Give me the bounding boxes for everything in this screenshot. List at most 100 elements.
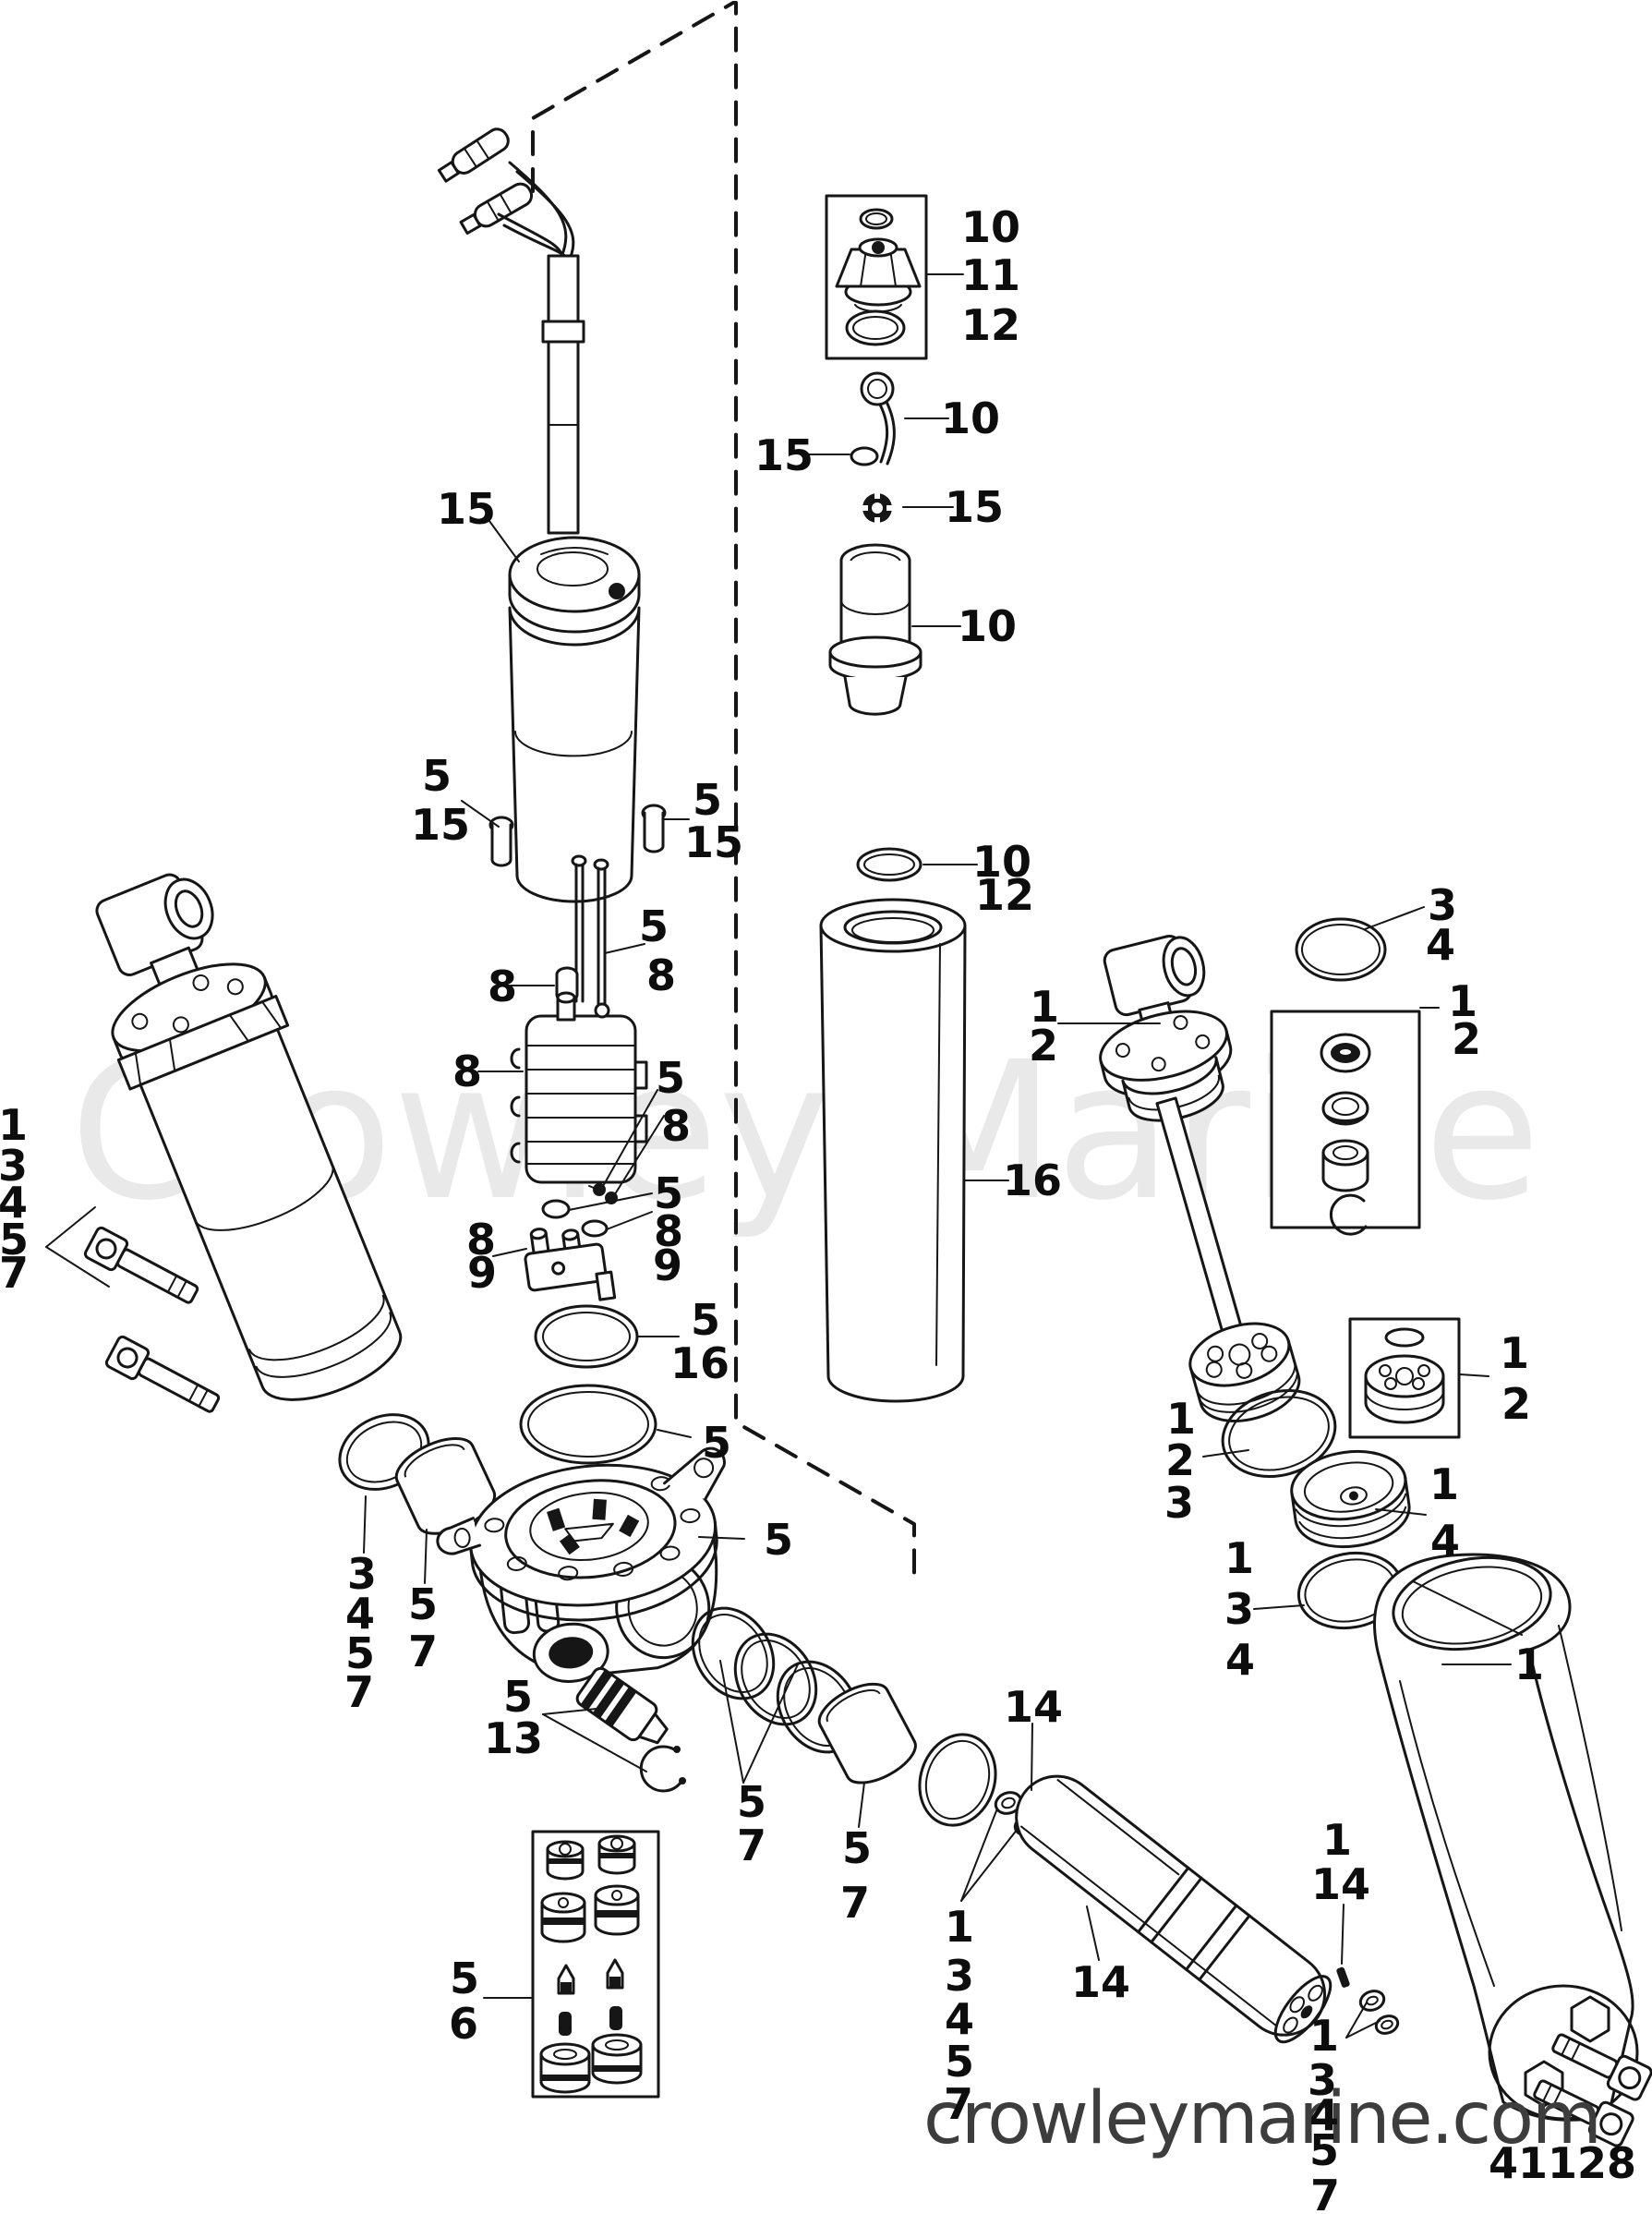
callout-8: 8: [466, 1215, 496, 1264]
watermark-bottom: crowleymarine.com: [923, 2077, 1600, 2160]
callout-2: 2: [1501, 1379, 1531, 1429]
callout-4: 4: [1426, 920, 1455, 970]
callout-5: 5: [1309, 2125, 1339, 2175]
trim-rod-assembly: [1099, 935, 1301, 1422]
callout-1: 1: [1429, 1459, 1459, 1509]
callout-5: 5: [408, 1579, 438, 1629]
callout-1: 1: [1500, 1328, 1529, 1378]
callout-5: 5: [693, 775, 722, 825]
fill-plug-kit-box: [825, 194, 928, 360]
electric-motor: [437, 127, 667, 903]
callout-8: 8: [452, 1047, 482, 1096]
callout-1: 1: [1514, 1639, 1544, 1689]
valve-kit-box: [531, 1830, 660, 2099]
callout-1: 1: [945, 1902, 974, 1952]
fitting-5-13: [575, 1666, 669, 1745]
callout-1: 1: [1166, 1394, 1196, 1444]
arm-bolt-2: [1533, 2079, 1634, 2147]
callout-4: 4: [1309, 2090, 1339, 2140]
part-number: 41128: [1489, 2138, 1636, 2188]
trim-cylinder-left: [95, 873, 403, 1401]
callout-5: 5: [945, 2037, 974, 2087]
callout-14: 14: [1071, 1957, 1130, 2007]
reservoir-tube-10: [828, 543, 922, 716]
callout-5: 5: [422, 751, 452, 801]
callout-8: 8: [488, 962, 517, 1011]
callout-5: 5: [656, 1053, 685, 1103]
callout-10: 10: [941, 393, 1000, 443]
oring-34: [1295, 917, 1387, 982]
callout-1: 1: [1030, 982, 1059, 1032]
callout-8: 8: [654, 1206, 683, 1256]
oring-5-16: [534, 1304, 639, 1369]
callout-1: 1: [1448, 976, 1477, 1026]
callout-2: 2: [1165, 1435, 1195, 1485]
bushing-57-left: [394, 1437, 497, 1535]
callout-5: 5: [842, 1823, 872, 1873]
callout-7: 7: [944, 2079, 973, 2129]
callout-7: 7: [344, 1667, 374, 1717]
callout-5: 5: [0, 1215, 29, 1264]
shock-oring-left: [918, 1733, 997, 1827]
callout-5: 5: [503, 1672, 533, 1722]
callout-4: 4: [345, 1589, 375, 1639]
mount-bolt-1: [83, 1226, 199, 1304]
cotter-pin-10: [860, 371, 896, 466]
callout-5: 5: [702, 1418, 731, 1468]
shock-rod-14: [1015, 1774, 1332, 2044]
callout-15: 15: [945, 482, 1004, 532]
callout-2: 2: [1452, 1014, 1481, 1064]
callout-5: 5: [737, 1777, 766, 1827]
piston-kit-box-12: [1348, 1317, 1461, 1439]
callout-3: 3: [347, 1549, 377, 1599]
callout-1: 1: [1322, 1815, 1352, 1865]
oring-15: [850, 446, 879, 466]
callout-4: 4: [1225, 1635, 1255, 1685]
callout-1: 1: [1309, 2011, 1339, 2061]
callout-7: 7: [737, 1821, 766, 1870]
seal-kit-box-12: [1270, 1010, 1421, 1236]
star-washer-15: [861, 491, 894, 525]
callout-7: 7: [840, 1878, 870, 1928]
callout-9: 9: [467, 1248, 497, 1298]
callout-1: 1: [1224, 1533, 1254, 1583]
callout-15: 15: [684, 817, 743, 867]
callout-15: 15: [437, 484, 496, 534]
shock-washers-right: [1358, 1990, 1400, 2035]
callout-4: 4: [945, 1994, 974, 2044]
pump-assembly: [510, 854, 648, 1301]
tilt-arm: [1373, 1553, 1639, 2122]
callout-10: 10: [972, 837, 1031, 887]
callout-4: 4: [1430, 1516, 1460, 1566]
leader-lines: [45, 273, 1512, 2039]
callout-3: 3: [1308, 2055, 1337, 2105]
callout-16: 16: [1003, 1155, 1062, 1205]
callout-5: 5: [450, 1954, 479, 2003]
callout-2: 2: [1029, 1021, 1058, 1071]
snap-ring-13: [639, 1745, 686, 1793]
callout-11: 11: [961, 250, 1020, 300]
manifold-assembly: [436, 1446, 726, 1683]
oring-10-12: [856, 847, 922, 882]
callout-5: 5: [639, 901, 669, 951]
oring-123: [1221, 1388, 1337, 1479]
callout-7: 7: [1310, 2171, 1340, 2214]
callout-3: 3: [0, 1141, 28, 1191]
arm-bolt-1: [1551, 2033, 1652, 2101]
bushing-57-right: [817, 1682, 917, 1785]
callout-12: 12: [975, 870, 1034, 920]
callout-3: 3: [1224, 1584, 1254, 1634]
callout-7: 7: [408, 1627, 438, 1676]
callout-7: 7: [0, 1248, 29, 1298]
callout-4: 4: [0, 1178, 28, 1228]
shock-pin-right: [1336, 1966, 1350, 1988]
callout-5: 5: [345, 1628, 375, 1678]
callout-12: 12: [961, 300, 1020, 350]
callout-13: 13: [484, 1713, 543, 1763]
callout-3: 3: [1428, 880, 1457, 930]
callout-8: 8: [646, 950, 676, 1000]
dashed-boundary: [531, 1, 916, 1577]
callout-1: 1: [0, 1100, 28, 1150]
